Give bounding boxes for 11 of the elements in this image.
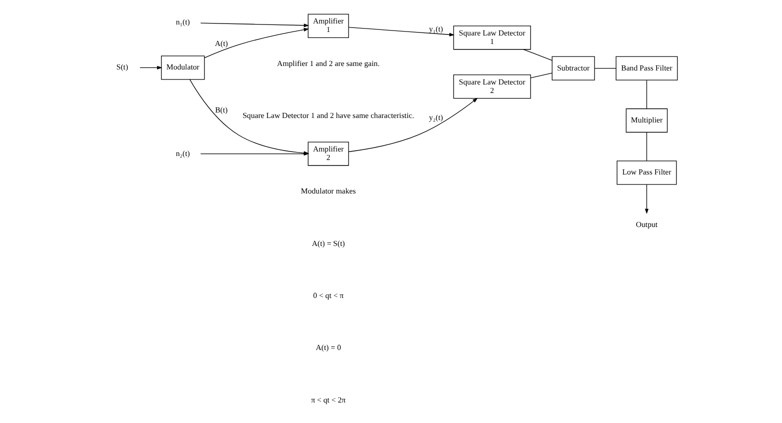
connector [646,80,648,109]
arrow [644,184,649,214]
connector [523,49,552,61]
arrow [348,27,455,36]
arrow [200,22,310,28]
connector [530,72,552,78]
connector [646,132,648,162]
arrow [204,28,310,58]
connector [594,68,616,69]
arrow [348,98,478,152]
arrow [140,66,162,70]
